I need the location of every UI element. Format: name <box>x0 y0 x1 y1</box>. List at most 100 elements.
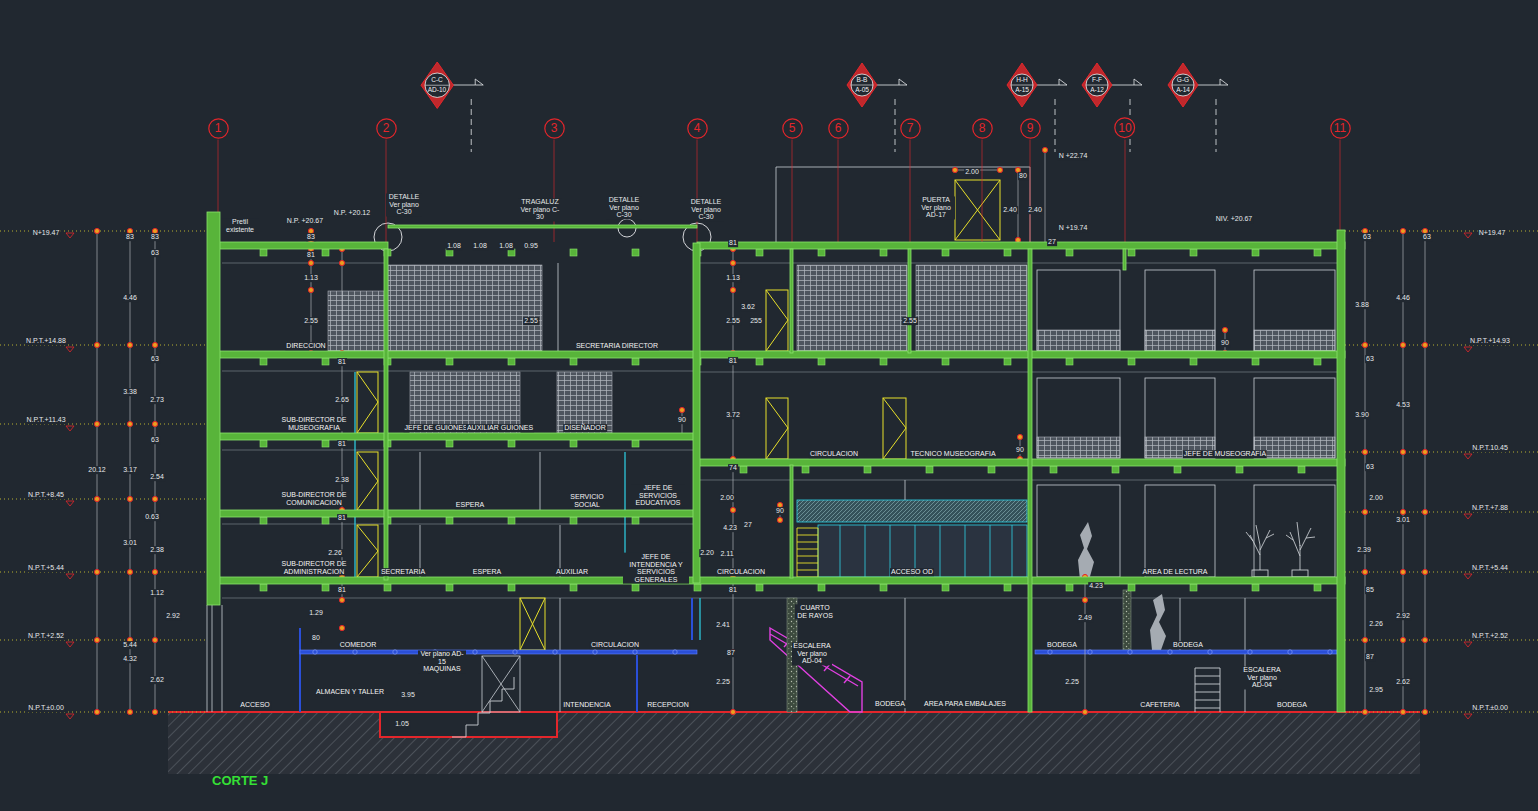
level-mark: N+19.47 <box>32 229 61 237</box>
level-mark: N.P.T.+2.52 <box>1471 632 1509 640</box>
room-label: CIRCULACION <box>716 568 766 576</box>
room-label: TECNICO MUSEOGRAFIA <box>909 450 996 458</box>
dimension-tick <box>94 147 1427 714</box>
mezzanine-joint <box>1168 650 1172 654</box>
beam-stub <box>632 517 639 524</box>
dimension-text: 2.11 <box>719 550 734 558</box>
dimension-line <box>97 150 1425 712</box>
beam-stub <box>1314 358 1321 365</box>
glass-panel <box>557 372 612 433</box>
level-mark: N.P.T.±0.00 <box>1471 704 1509 712</box>
beam-stub <box>508 249 515 256</box>
plant-symbol <box>1246 522 1315 577</box>
beam-stub <box>988 466 995 473</box>
sculpture <box>1078 522 1094 580</box>
level-line <box>1345 231 1538 232</box>
detail-callout <box>374 219 711 251</box>
room-label: BODEGA <box>1172 641 1204 649</box>
dimension-text: 2.00 <box>964 168 980 176</box>
section-reference: A-15 <box>1007 87 1037 94</box>
section-marker: F-FA-12 <box>1082 63 1112 107</box>
dimension-text: 85 <box>1365 586 1375 594</box>
grid-number: 11 <box>1330 122 1351 134</box>
cyan-partition <box>355 372 700 640</box>
ceiling-line <box>222 263 1337 598</box>
level-line <box>1464 642 1472 647</box>
level-mark: N.P. +20.12 <box>333 209 371 217</box>
room-label: SERVICIO SOCIAL <box>568 493 606 508</box>
beam-stub <box>632 440 639 447</box>
annotation-note: TRAGALUZ Ver plano C-30 <box>518 198 562 221</box>
dimension-tick <box>94 569 99 574</box>
beam-stub <box>864 466 871 473</box>
mezzanine-joint <box>1048 650 1052 654</box>
room-label: JEFE DE SERVICIOS EDUCATIVOS <box>631 484 685 507</box>
room-label: DISEÑADOR <box>563 424 607 432</box>
room-label: SECRETARIA DIRECTOR <box>575 342 659 350</box>
dimension-text: 3.62 <box>740 303 756 311</box>
dimension-text: 2.95 <box>1368 686 1384 694</box>
dimension-tick <box>127 496 132 501</box>
dimension-tick <box>1017 434 1022 439</box>
level-mark: N.P.T.+5.44 <box>27 564 65 572</box>
section-diamond <box>1168 63 1198 107</box>
mezzanine-joint <box>473 650 477 654</box>
dimension-text: 81 <box>728 239 738 247</box>
section-marker-shape <box>1168 63 1198 107</box>
dimension-text: 0.63 <box>144 513 160 521</box>
beam-stub <box>508 584 515 591</box>
mezzanine-slab <box>300 650 697 654</box>
dimension-text: 2.55 <box>303 317 319 325</box>
grid-bubble: 7 <box>900 118 921 139</box>
section-cut-line <box>1110 85 1134 86</box>
dimension-tick <box>152 496 157 501</box>
dimension-text: 90 <box>1220 339 1230 347</box>
grid-circle <box>208 118 227 137</box>
concrete-slab <box>213 510 699 517</box>
dimension-text: 2.54 <box>149 473 165 481</box>
room-label: BODEGA <box>1276 701 1308 709</box>
door-symbol <box>883 398 906 459</box>
concrete-slab <box>1028 249 1032 712</box>
beam-stub <box>322 517 329 524</box>
stair-symbol <box>452 677 514 737</box>
dimension-tick <box>152 421 157 426</box>
dimension-text: 87 <box>1365 653 1375 661</box>
room-label: SUB-DIRECTOR DE COMUNICACION <box>278 491 350 506</box>
annotation-note: DETALLE Ver plano C-30 <box>688 198 724 221</box>
level-mark: N +19.74 <box>1058 224 1089 232</box>
level-line <box>1345 640 1538 641</box>
concrete-slab <box>207 212 220 605</box>
beam-stub <box>1190 358 1197 365</box>
level-line <box>66 501 74 506</box>
dimension-tick <box>1362 449 1367 454</box>
mezzanine-joint <box>1288 650 1292 654</box>
concrete-slab <box>213 433 699 440</box>
beam-stub <box>756 584 763 591</box>
grid-number: 10 <box>1114 122 1135 134</box>
beam-stub <box>446 584 453 591</box>
dimension-text: 90 <box>1015 446 1025 454</box>
grid-circle <box>687 118 706 137</box>
section-reference: F-F <box>1082 77 1112 84</box>
section-cut-line <box>471 99 472 152</box>
dimension-tick <box>1400 637 1405 642</box>
dimension-text: 81 <box>337 514 347 522</box>
section-diamond <box>421 62 453 108</box>
mezzanine-joint <box>1128 650 1132 654</box>
section-divider <box>1172 85 1194 86</box>
section-reference: H-H <box>1007 77 1037 84</box>
room-label: CIRCULACION <box>590 641 640 649</box>
beam-stub <box>1190 249 1197 256</box>
dimension-text: 81 <box>306 251 316 259</box>
concrete-slab <box>697 459 1345 466</box>
grid-circle <box>782 118 801 137</box>
level-line <box>66 426 74 431</box>
dimension-tick <box>1362 342 1367 347</box>
beam-stub <box>1174 466 1181 473</box>
level-line <box>1464 454 1472 459</box>
beam-stub <box>942 358 949 365</box>
level-mark: N.P.T.+5.44 <box>1471 564 1509 572</box>
dimension-text: 1.13 <box>725 274 741 282</box>
dimension-text: 63 <box>150 355 160 363</box>
